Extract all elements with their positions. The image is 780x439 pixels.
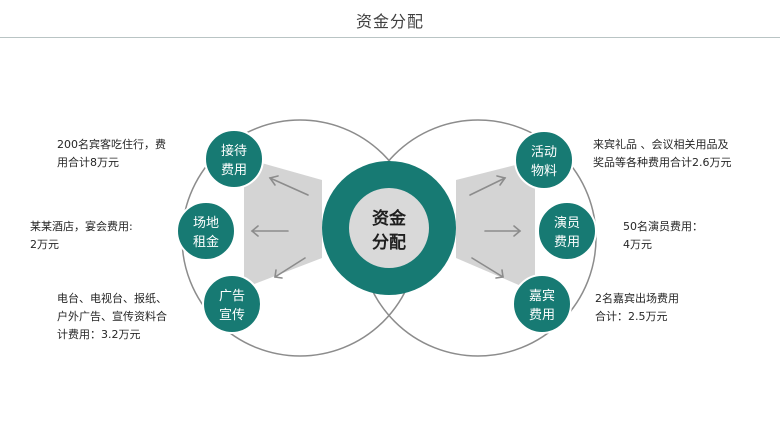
- desc-performer-line2: 4万元: [623, 238, 652, 251]
- page-title: 资金分配: [355, 12, 424, 31]
- center-label-line2: 分配: [372, 233, 406, 253]
- node-advertising: 广告 宣传: [202, 274, 262, 334]
- desc-venue: 某某酒店，宴会费用: 2万元: [30, 218, 180, 254]
- desc-venue-line2: 2万元: [30, 238, 59, 251]
- desc-advertising-line1: 电台、电视台、报纸、: [57, 292, 167, 305]
- desc-advertising-line3: 计费用：3.2万元: [57, 328, 141, 341]
- center-hub-inner: [349, 188, 429, 268]
- node-performer-line1: 演员: [554, 215, 580, 231]
- desc-performer: 50名演员费用： 4万元: [623, 218, 773, 254]
- node-activity-line2: 物料: [531, 164, 557, 179]
- arrow-to-reception: [268, 175, 309, 196]
- center-label-line1: 资金: [372, 208, 407, 229]
- arrow-to-advertising: [274, 257, 306, 279]
- node-guest: 嘉宾 费用: [512, 274, 572, 334]
- node-venue: 场地 租金: [176, 201, 236, 261]
- desc-advertising-line2: 户外广告、宣传资料合: [57, 310, 167, 323]
- node-advertising-line2: 宣传: [219, 307, 245, 323]
- node-guest-line1: 嘉宾: [529, 288, 555, 304]
- desc-activity-line1: 来宾礼品 、会议相关用品及: [593, 138, 729, 151]
- desc-advertising: 电台、电视台、报纸、 户外广告、宣传资料合 计费用：3.2万元: [57, 290, 207, 344]
- node-advertising-line1: 广告: [219, 289, 245, 304]
- node-guest-line2: 费用: [529, 308, 555, 323]
- node-reception-line1: 接待: [221, 143, 247, 159]
- left-wedge: [244, 158, 322, 288]
- node-venue-line1: 场地: [193, 216, 219, 231]
- node-reception-line2: 费用: [221, 163, 247, 178]
- arrow-to-guest: [471, 257, 504, 279]
- desc-performer-line1: 50名演员费用：: [623, 220, 703, 233]
- header: 资金分配: [0, 0, 780, 38]
- arrow-to-venue: [250, 225, 289, 237]
- desc-guest: 2名嘉宾出场费用 合计：2.5万元: [595, 290, 745, 326]
- node-reception: 接待 费用: [204, 129, 264, 189]
- arrow-to-activity: [469, 175, 507, 196]
- desc-reception-line2: 用合计8万元: [57, 156, 119, 169]
- desc-reception-line1: 200名宾客吃住行，费: [57, 138, 166, 151]
- desc-venue-line1: 某某酒店，宴会费用:: [30, 220, 133, 233]
- node-performer: 演员 费用: [537, 201, 597, 261]
- node-performer-line2: 费用: [554, 235, 580, 250]
- desc-activity: 来宾礼品 、会议相关用品及 奖品等各种费用合计2.6万元: [593, 136, 773, 172]
- desc-guest-line2: 合计：2.5万元: [595, 310, 668, 323]
- title-divider: [0, 37, 780, 38]
- desc-guest-line1: 2名嘉宾出场费用: [595, 292, 679, 305]
- node-venue-line2: 租金: [193, 234, 219, 250]
- desc-reception: 200名宾客吃住行，费 用合计8万元: [57, 136, 207, 172]
- node-activity: 活动 物料: [514, 130, 574, 190]
- desc-activity-line2: 奖品等各种费用合计2.6万元: [593, 156, 732, 169]
- arrow-to-performer: [484, 225, 522, 237]
- node-activity-line1: 活动: [531, 145, 557, 160]
